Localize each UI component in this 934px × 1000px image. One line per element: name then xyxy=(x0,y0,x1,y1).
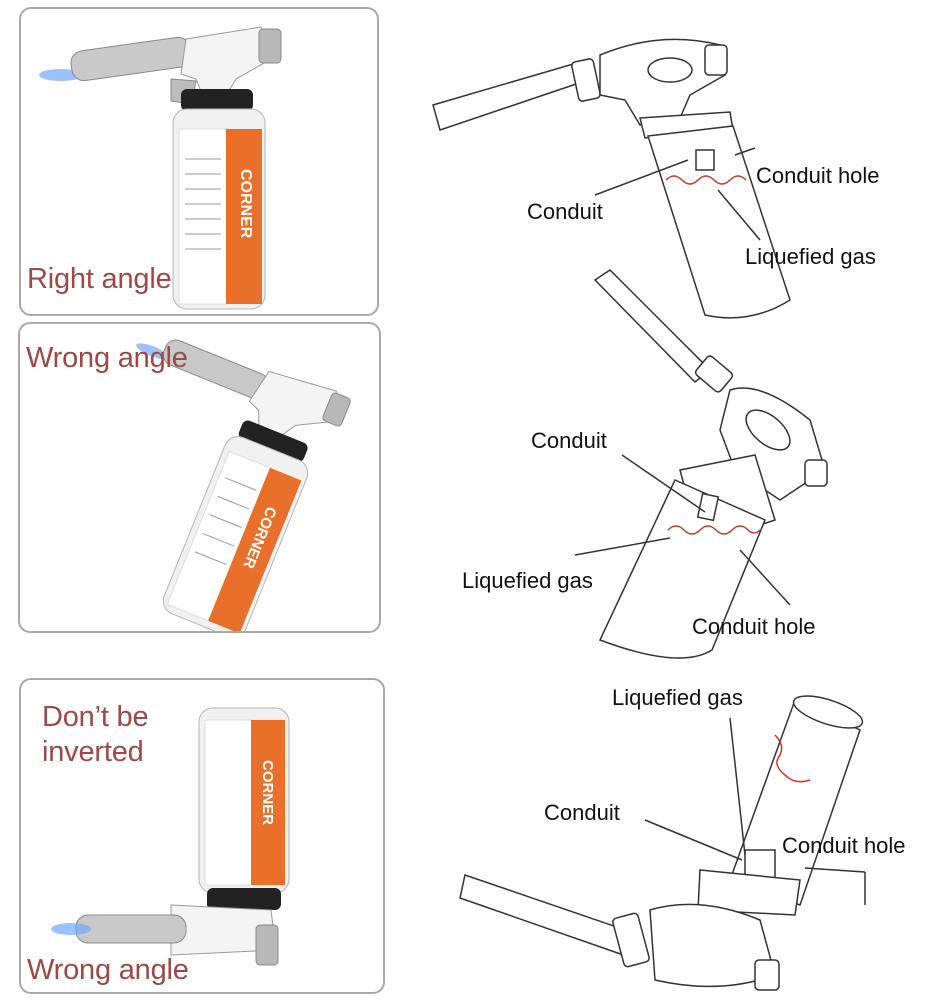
label-conduit-hole: Conduit hole xyxy=(692,614,816,639)
torch-inverted-illustration: CORNER xyxy=(51,707,290,966)
label-conduit-hole: Conduit hole xyxy=(756,163,880,188)
torch-upright-illustration: CORNER xyxy=(39,26,282,310)
caption-dont-be-inverted: Don’t be inverted xyxy=(42,700,149,771)
label-liquefied-gas: Liquefied gas xyxy=(745,244,876,269)
label-liquefied-gas: Liquefied gas xyxy=(462,568,593,593)
photo-panel-wrong-angle: CORNER xyxy=(18,322,381,633)
label-liquefied-gas: Liquefied gas xyxy=(612,685,743,710)
label-conduit: Conduit xyxy=(527,199,603,224)
flame-icon xyxy=(136,343,170,360)
diagram-inverted xyxy=(459,695,866,991)
caption-line-2: inverted xyxy=(42,736,144,769)
label-conduit-hole: Conduit hole xyxy=(782,833,906,858)
label-conduit: Conduit xyxy=(544,800,620,825)
can-brand-text: CORNER xyxy=(237,169,254,239)
photo-panel-inverted: CORNER xyxy=(19,678,385,994)
caption-line-1: Don’t be xyxy=(42,701,149,733)
diagram-upright xyxy=(432,38,791,319)
line-diagrams xyxy=(432,38,866,991)
flame-icon xyxy=(51,923,91,935)
caption-wrong-angle-bottom: Wrong angle xyxy=(27,954,189,986)
can-brand-text: CORNER xyxy=(259,760,276,825)
label-conduit: Conduit xyxy=(531,428,607,453)
caption-wrong-angle: Wrong angle xyxy=(26,342,188,374)
photo-panel-right-angle: CORNER xyxy=(19,7,379,316)
diagram-tilted xyxy=(574,269,828,659)
torch-tilted-illustration: CORNER xyxy=(136,339,351,631)
caption-right-angle: Right angle xyxy=(27,263,172,295)
